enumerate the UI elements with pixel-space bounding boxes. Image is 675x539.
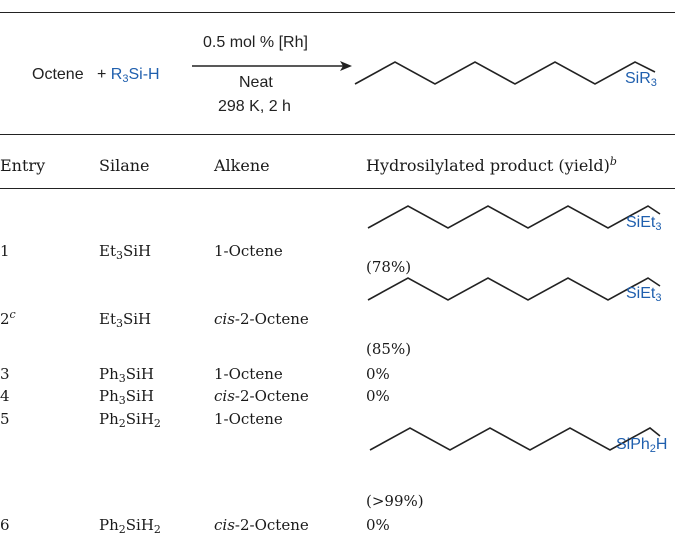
entry-cell: 6: [0, 516, 10, 534]
solvent-label: Neat: [239, 74, 273, 91]
header-product: Hydrosilylated product (yield)b: [366, 155, 617, 175]
alkene-cell: 1-Octene: [214, 365, 283, 383]
product-label: SiEt3: [626, 285, 662, 304]
alkene-cell: cis-2-Octene: [214, 310, 309, 328]
scheme-rule: [0, 134, 675, 135]
alkene-cell: cis-2-Octene: [214, 516, 309, 534]
yield-cell: (>99%): [366, 492, 424, 510]
header-alkene: Alkene: [214, 156, 270, 175]
conditions-label: 298 K, 2 h: [218, 98, 291, 115]
silane-cell: Et3SiH: [99, 310, 152, 330]
yield-cell: 0%: [366, 365, 390, 383]
silane-cell: Ph2SiH2: [99, 410, 161, 430]
yield-cell: 0%: [366, 387, 390, 405]
reaction-arrow: [192, 61, 352, 71]
header-rule: [0, 188, 675, 189]
yield-cell: 0%: [366, 516, 390, 534]
yield-cell: (78%): [366, 258, 412, 276]
top-rule: [0, 12, 675, 13]
scheme-product-label: SiR3: [625, 70, 657, 89]
alkene-cell: cis-2-Octene: [214, 387, 309, 405]
entry-cell: 3: [0, 365, 10, 383]
silane-cell: Et3SiH: [99, 242, 152, 262]
yield-cell: (85%): [366, 340, 412, 358]
catalyst-label: 0.5 mol % [Rh]: [203, 34, 308, 51]
entry-cell: 1: [0, 242, 10, 260]
header-entry: Entry: [0, 156, 46, 175]
header-silane: Silane: [99, 156, 150, 175]
product-label: SiPh2H: [616, 436, 668, 455]
alkene-cell: 1-Octene: [214, 242, 283, 260]
entry-cell: 4: [0, 387, 10, 405]
silane-cell: Ph3SiH: [99, 387, 154, 407]
product-label: SiEt3: [626, 214, 662, 233]
silane-cell: Ph3SiH: [99, 365, 154, 385]
silane-cell: Ph2SiH2: [99, 516, 161, 536]
silane-reagent: + R3Si-H: [97, 66, 160, 85]
entry-cell: 5: [0, 410, 10, 428]
alkene-cell: 1-Octene: [214, 410, 283, 428]
entry-cell: 2c: [0, 308, 16, 328]
reactant-octene: Octene: [32, 66, 84, 83]
scheme-product-structure: [354, 61, 656, 85]
